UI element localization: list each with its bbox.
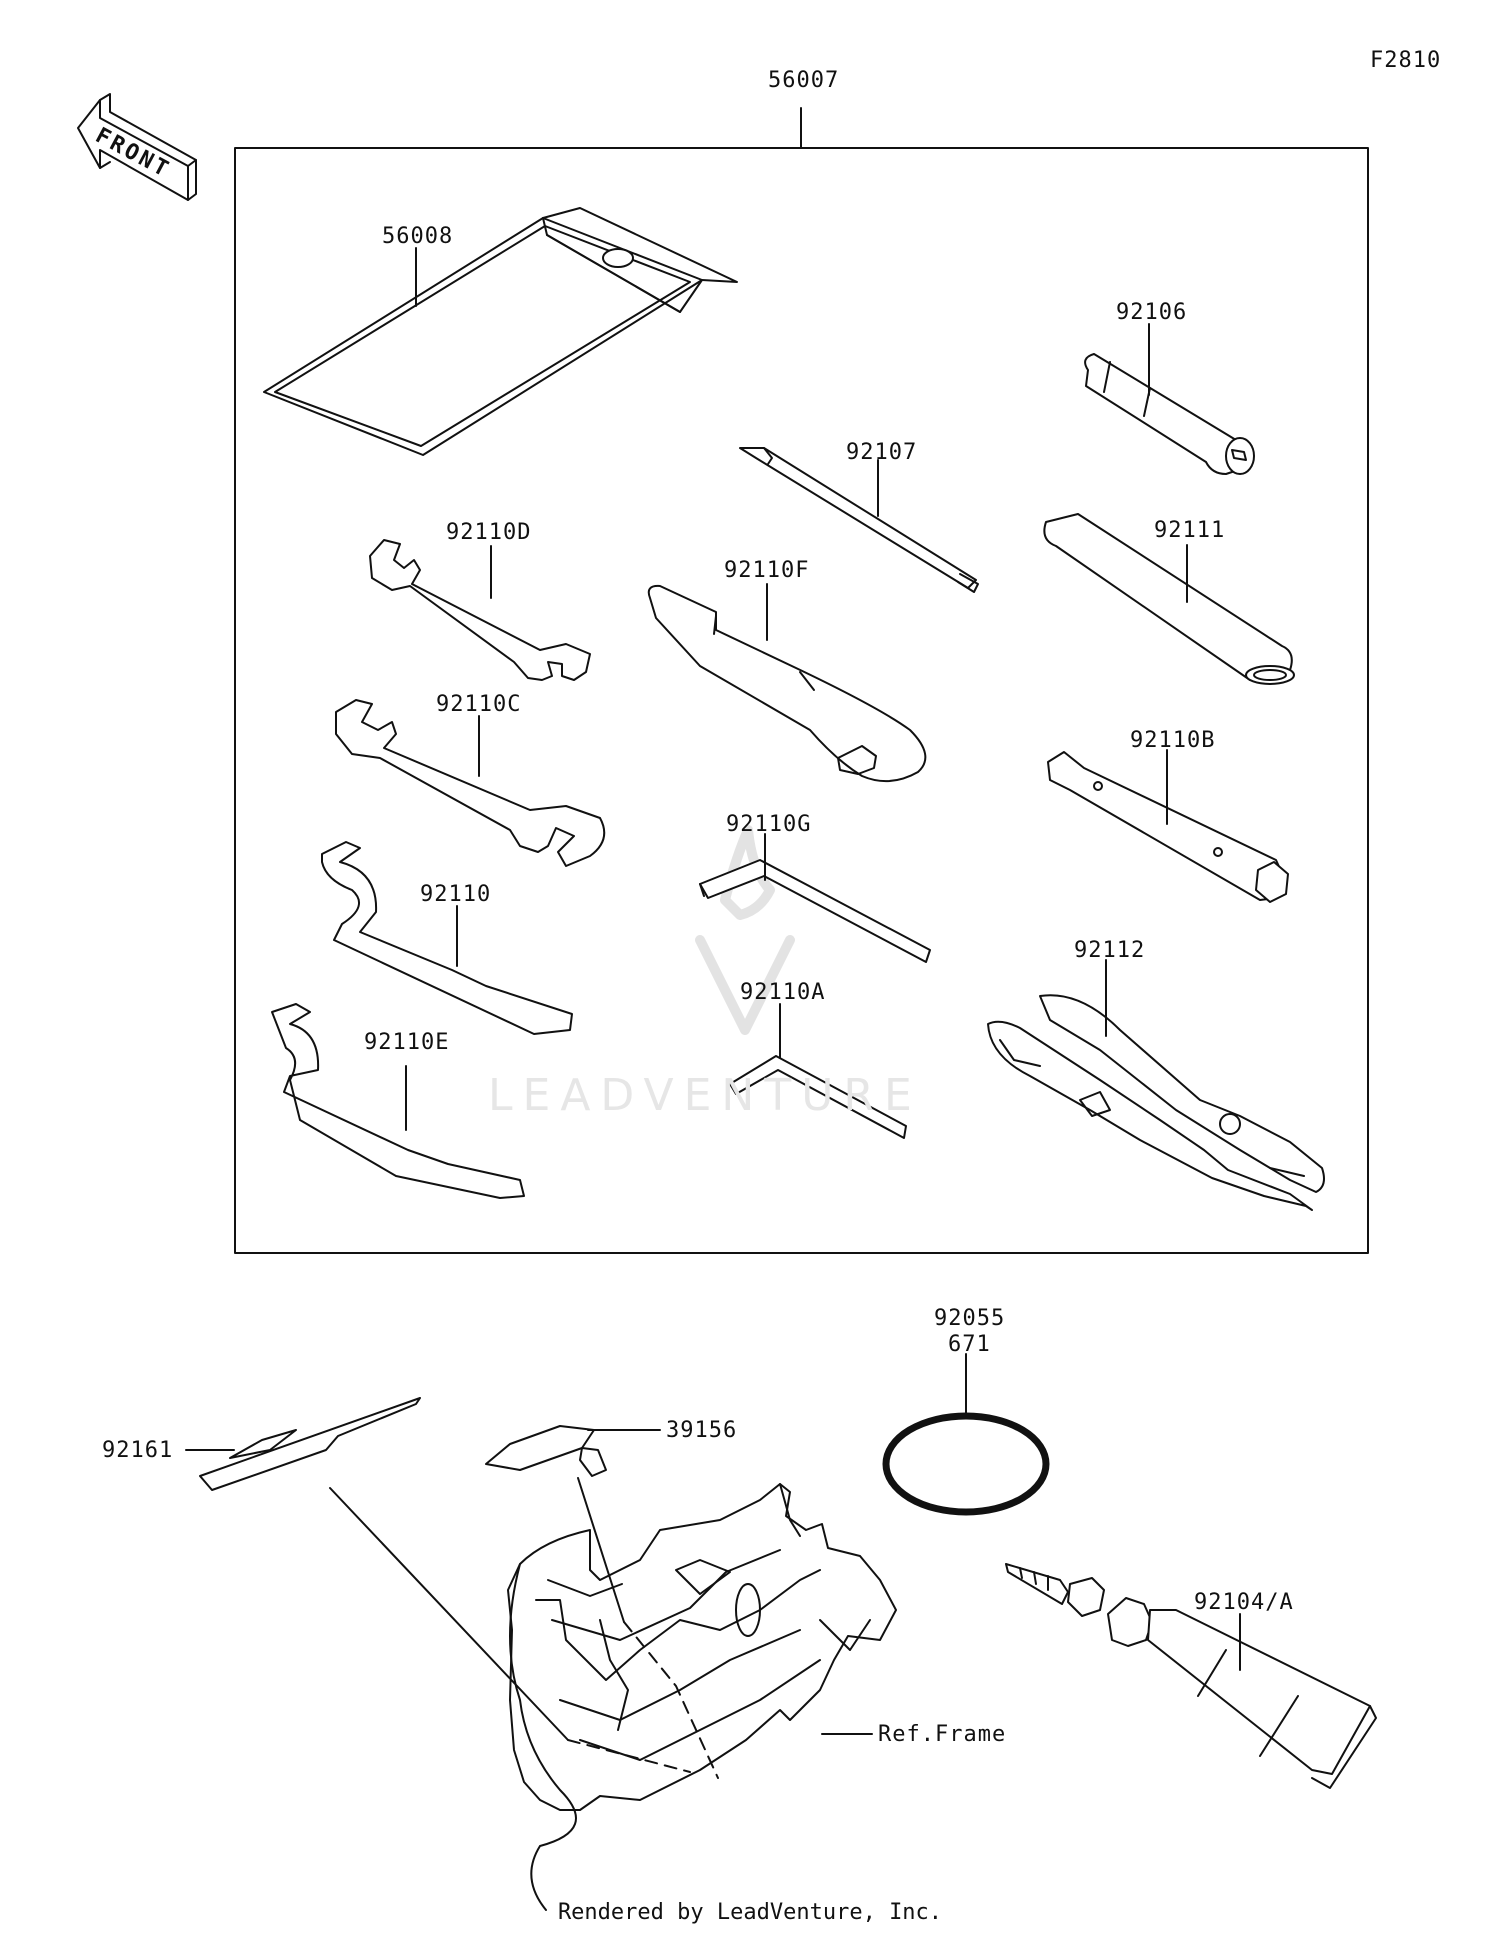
label-92110C: 92110C: [436, 692, 522, 717]
label-92110D: 92110D: [446, 520, 532, 545]
part-92112-drawing: [987, 994, 1325, 1211]
label-56007: 56007: [768, 68, 840, 93]
part-92111-drawing: [1043, 513, 1295, 685]
dashed-leader-92161: [567, 1739, 691, 1773]
footer-credit: Rendered by LeadVenture, Inc.: [557, 1900, 943, 1925]
label-56008: 56008: [382, 224, 454, 249]
part-92104A-drawing: [1005, 1563, 1377, 1789]
label-92110E: 92110E: [364, 1030, 450, 1055]
front-arrow-icon: [77, 93, 197, 201]
label-92107: 92107: [846, 440, 918, 465]
label-92110: 92110: [420, 882, 492, 907]
part-92110E-drawing: [271, 1003, 525, 1199]
label-92112: 92112: [1074, 938, 1146, 963]
label-92106: 92106: [1116, 300, 1188, 325]
part-92110G-drawing: [699, 859, 931, 963]
part-92055-drawing: [882, 1412, 1050, 1516]
figure-id: F2810: [1370, 48, 1442, 73]
label-92110A: 92110A: [740, 980, 826, 1005]
part-92110F-drawing: [647, 584, 927, 783]
label-92161: 92161: [102, 1438, 174, 1463]
part-92110A-drawing: [729, 1055, 907, 1139]
label-92104A: 92104/A: [1194, 1590, 1294, 1615]
part-92110D-drawing: [369, 539, 591, 681]
watermark: LEADVENTURE: [488, 1070, 922, 1121]
part-92110-drawing: [321, 841, 573, 1035]
part-92161-drawing: [199, 1397, 421, 1491]
part-39156-drawing: [485, 1425, 607, 1477]
label-ref-frame: Ref.Frame: [878, 1722, 1007, 1747]
tool-bag-drawing: [263, 207, 738, 456]
label-671: 671: [948, 1332, 991, 1357]
label-92111: 92111: [1154, 518, 1226, 543]
part-92107-drawing: [739, 447, 979, 593]
label-92110F: 92110F: [724, 558, 810, 583]
label-39156: 39156: [666, 1418, 738, 1443]
part-92110B-drawing: [1047, 751, 1289, 903]
ref-frame-drawing: [507, 1483, 897, 1911]
part-92106-drawing: [1084, 353, 1255, 475]
dashed-leader-39156: [623, 1621, 719, 1779]
label-92110B: 92110B: [1130, 728, 1216, 753]
leader-39156-frame: [577, 1477, 625, 1623]
label-92055: 92055: [934, 1306, 1006, 1331]
leader-92161-frame: [329, 1487, 569, 1741]
label-92110G: 92110G: [726, 812, 812, 837]
part-92110C-drawing: [335, 699, 606, 867]
